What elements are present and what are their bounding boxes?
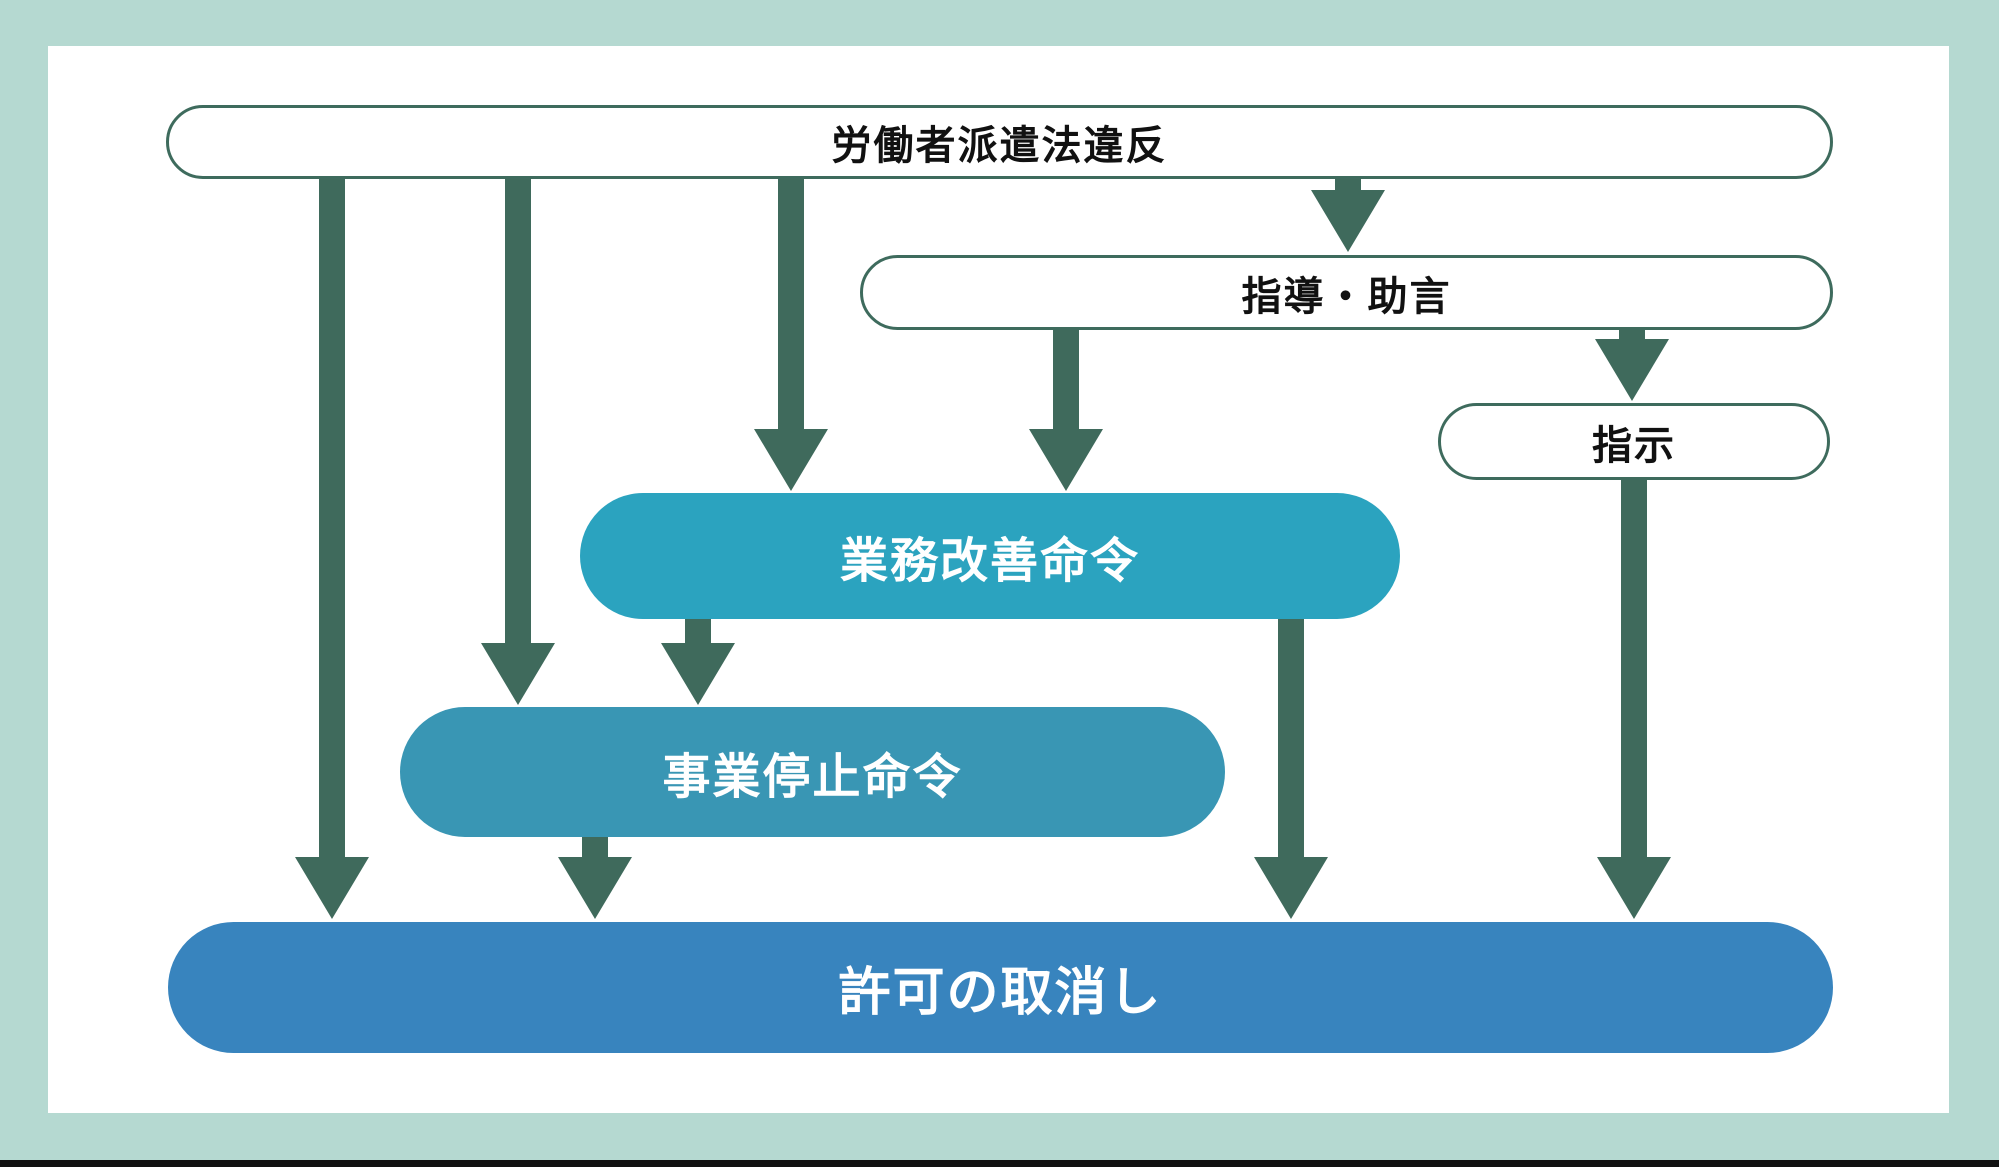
arrow-violation-to-revocation [295,179,369,919]
arrow-shaft [319,179,345,863]
arrow-head-icon [1254,857,1328,919]
arrow-guidance-to-instruction [1595,330,1669,401]
arrow-shaft [505,179,531,649]
arrow-violation-to-suspension [481,179,555,705]
arrow-shaft [1278,619,1304,863]
arrow-violation-to-guidance [1311,179,1385,252]
arrow-head-icon [1597,857,1671,919]
arrow-guidance-to-improvement [1029,330,1103,491]
arrow-head-icon [1029,429,1103,491]
arrow-instruction-to-revocation [1597,480,1671,919]
bottom-edge-strip [0,1160,1999,1167]
node-instruction-label: 指示 [1592,422,1676,469]
node-violation-label: 労働者派遣法違反 [831,123,1168,169]
arrow-head-icon [295,857,369,919]
node-guidance: 指導・助言 [860,255,1833,330]
arrow-head-icon [1595,339,1669,401]
arrow-head-icon [558,857,632,919]
arrow-shaft [1053,330,1079,435]
arrow-head-icon [481,643,555,705]
arrow-shaft [1621,480,1647,863]
node-revocation-label: 許可の取消し [838,963,1163,1023]
arrow-head-icon [661,643,735,705]
node-instruction: 指示 [1438,403,1830,480]
arrow-violation-to-improvement [754,179,828,491]
node-improvement-order: 業務改善命令 [580,493,1400,619]
node-violation: 労働者派遣法違反 [166,105,1833,179]
arrow-head-icon [1311,190,1385,252]
node-improvement-order-label: 業務改善命令 [839,533,1140,589]
arrow-head-icon [754,429,828,491]
node-suspension-order: 事業停止命令 [400,707,1225,837]
arrow-suspension-to-revocation [558,837,632,919]
node-revocation: 許可の取消し [168,922,1833,1053]
node-suspension-order-label: 事業停止命令 [662,749,963,805]
node-guidance-label: 指導・助言 [1241,273,1452,320]
arrow-shaft [778,179,804,435]
arrow-improvement-to-suspension [661,619,735,705]
arrow-improvement-to-revocation [1254,619,1328,919]
